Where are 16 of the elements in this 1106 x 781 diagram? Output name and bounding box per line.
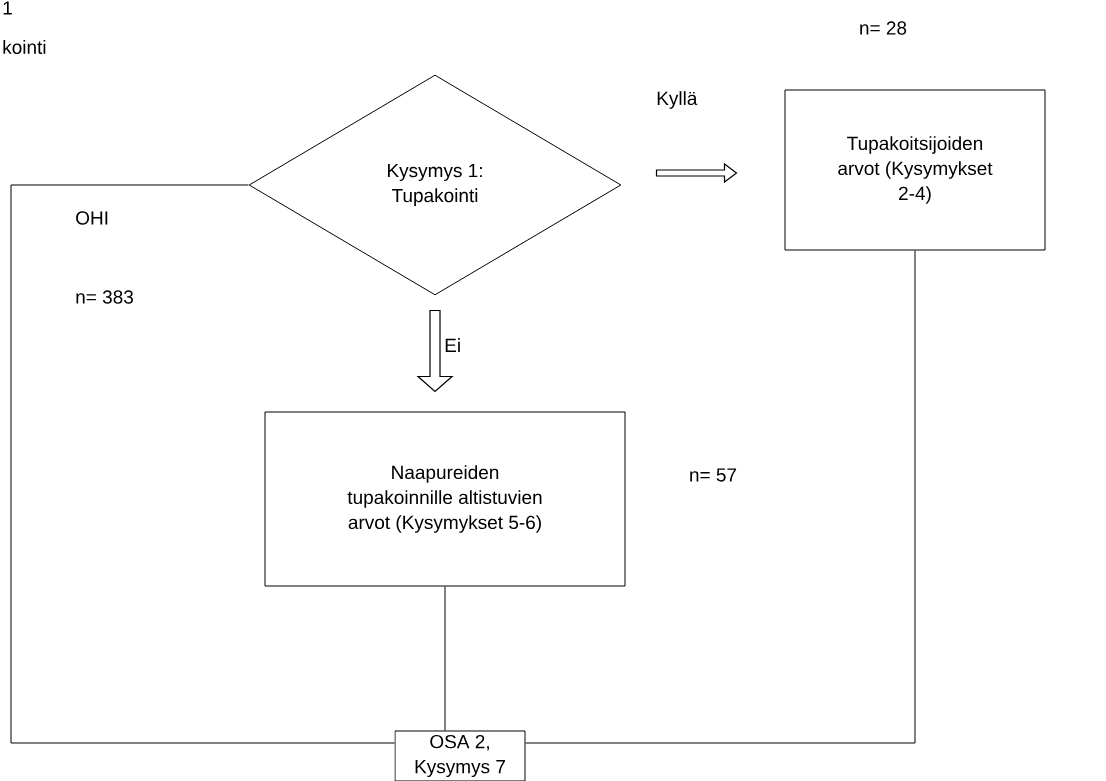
block-arrow	[416, 309, 454, 393]
edge-label: Kyllä	[657, 91, 698, 109]
connector-line	[444, 586, 446, 731]
text-label: 1	[3, 1, 12, 15]
edge-label: Ei	[445, 338, 460, 352]
text-label: kointi	[3, 40, 46, 54]
block-arrow	[655, 162, 738, 184]
process-box: Naapureiden tupakoinnille altistuvien arvot (Kysymykset 5-6)	[264, 411, 626, 587]
process-box: Tupakoitsijoiden arvot (Kysymykset 2-4)	[784, 89, 1046, 251]
text-label: OHI	[76, 211, 108, 225]
connector-line	[525, 250, 916, 744]
count-label: n= 28	[860, 21, 907, 35]
process-box: OSA 2, Kysymys 7	[394, 730, 526, 781]
text-label: n= 383	[76, 290, 133, 304]
count-label: n= 57	[690, 468, 737, 482]
connector-line	[10, 184, 395, 744]
